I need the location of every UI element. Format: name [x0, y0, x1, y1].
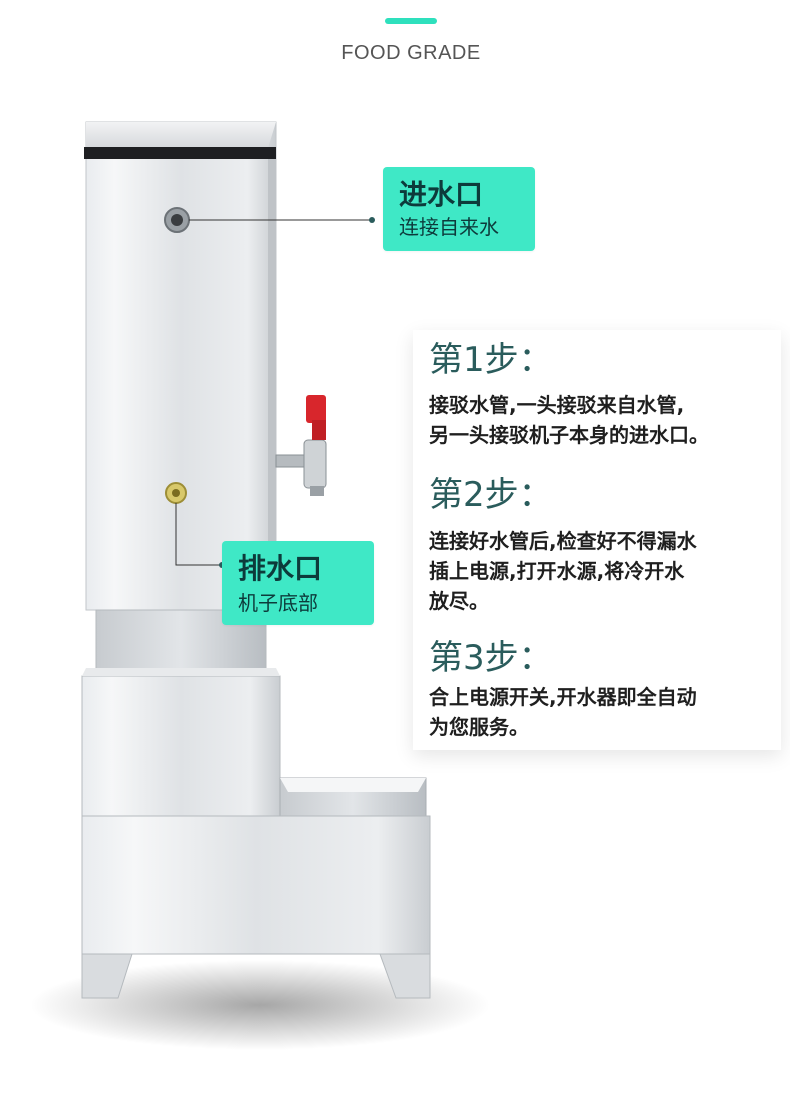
step-1-body: 接驳水管,一头接驳来自水管, 另一头接驳机子本身的进水口。 [429, 390, 769, 450]
tap-valve [306, 395, 326, 423]
right-leg [379, 953, 431, 999]
step-1-title: 第1步： [429, 340, 553, 380]
inlet-callout-subtitle: 连接自来水 [399, 215, 499, 239]
accent-bar [385, 18, 437, 24]
step-2-body: 连接好水管后,检查好不得漏水 插上电源,打开水源,将冷开水 放尽。 [429, 526, 769, 616]
inlet-callout-title: 进水口 [399, 178, 484, 211]
step-3-line-1: 合上电源开关,开水器即全自动 [429, 685, 697, 709]
drain-leader-line [175, 503, 222, 566]
drain-callout-title: 排水口 [238, 552, 323, 585]
step-2-line-3: 放尽。 [429, 589, 489, 613]
lid-band [84, 147, 276, 159]
left-leg [81, 953, 133, 999]
floor-shadow [30, 960, 490, 1050]
step-1-line-2: 另一头接驳机子本身的进水口。 [429, 423, 709, 447]
inlet-callout: 进水口 连接自来水 [383, 167, 535, 251]
base-cabinet [81, 815, 431, 955]
step-1-line-1: 接驳水管,一头接驳来自水管, [429, 393, 685, 417]
step-3-title: 第3步： [429, 638, 553, 678]
step-2-line-2: 插上电源,打开水源,将冷开水 [429, 559, 685, 583]
middle-cabinet [81, 675, 281, 817]
step-2-line-1: 连接好水管后,检查好不得漏水 [429, 529, 697, 553]
installation-steps-panel: 第1步： 接驳水管,一头接驳来自水管, 另一头接驳机子本身的进水口。 第2步： … [413, 330, 781, 750]
upper-tank [85, 121, 277, 611]
step-3-line-2: 为您服务。 [429, 715, 529, 739]
drain-callout-subtitle: 机子底部 [238, 591, 318, 615]
drain-callout: 排水口 机子底部 [222, 541, 374, 625]
step-3-body: 合上电源开关,开水器即全自动 为您服务。 [429, 682, 769, 742]
page-title: FOOD GRADE [341, 42, 481, 64]
step-2-title: 第2步： [429, 475, 553, 515]
